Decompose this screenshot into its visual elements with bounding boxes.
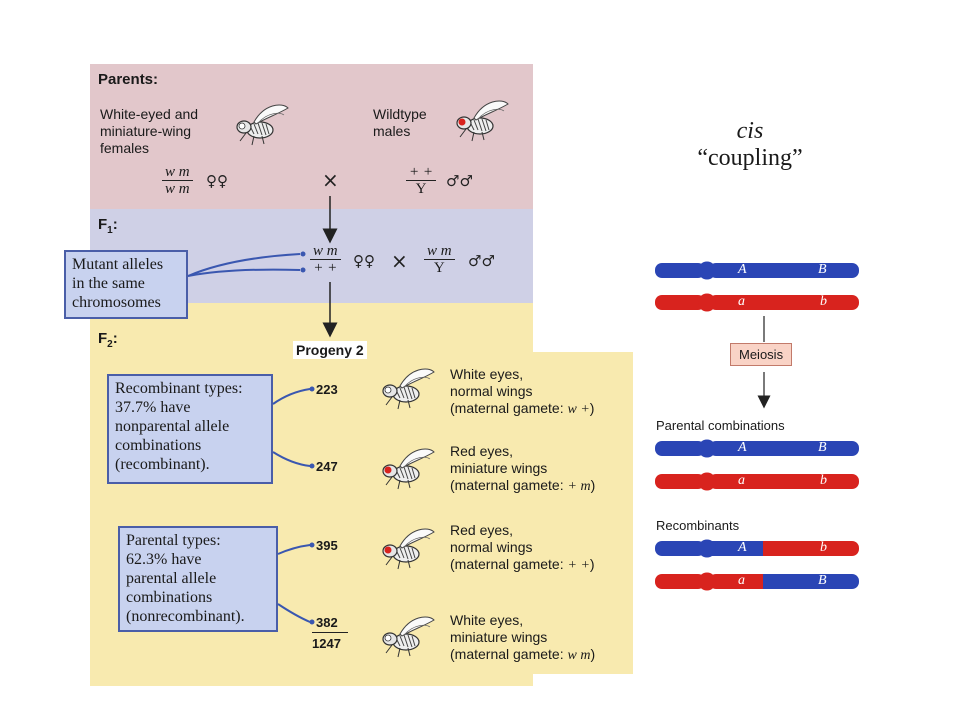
f2-label: F2: [98,330,118,350]
progeny-fly-icon-3 [382,528,435,570]
chromosome-parental-blue [655,439,859,458]
progeny-total: 1247 [312,636,341,651]
count-row-1: 223 [316,382,338,397]
recombinant-types-callout: Recombinant types: 37.7% have nonparenta… [107,374,273,484]
progeny-fly-icon-4 [382,616,435,658]
count-row-2: 247 [316,459,338,474]
recombinant-connector-2 [272,451,311,467]
f1-female-genotype: w m + + [310,243,341,276]
chromosome-parent-blue [655,261,859,280]
chromosome-recombinant-1 [655,539,859,558]
progeny-fly-icon-1 [382,368,435,410]
f1-female-symbol: ♀♀ [353,252,375,270]
f1-label: F1: [98,216,118,236]
recombinant-connector-1 [272,388,311,405]
chromosome-parental-red [655,472,859,491]
total-underline [312,632,348,633]
count-dot-3 [309,542,315,548]
f1-male-symbol: ♂♂ [468,252,495,270]
progeny-fly-icon-2 [382,448,435,490]
cross-symbol: × [322,168,339,192]
f1-allele-dot-top [300,251,306,257]
parental-connector-2 [277,603,311,623]
parental-combinations-label: Parental combinations [656,418,785,433]
progeny-panel [290,352,633,674]
f1-male-genotype: w m Y [424,243,455,276]
allele-b-recombinant: b [820,540,827,555]
chromosome-parent-red [655,293,859,312]
allele-A-parental: A [738,440,747,455]
male-symbol: ♂♂ [446,172,473,190]
allele-B-recombinant: B [818,573,827,588]
f1-allele-dot-bottom [300,267,306,273]
recombinants-label: Recombinants [656,518,740,533]
allele-A-parent: A [738,262,747,277]
phenotype-row-3: Red eyes, normal wings (maternal gamete:… [450,522,595,573]
parents-section [90,64,533,209]
allele-b-parent: b [820,294,827,309]
allele-B-parental: B [818,440,827,455]
count-row-4: 382 [316,615,338,630]
parents-label: Parents: [98,71,159,88]
f1-cross-symbol: × [391,249,408,273]
male-parent-genotype: + + Y [406,164,436,197]
count-dot-2 [309,463,315,469]
female-symbol: ♀♀ [206,172,228,190]
female-parent-genotype: w m w m [162,164,193,197]
female-parent-fly-icon [236,104,289,146]
male-parent-fly-icon [456,100,509,142]
chromosome-recombinant-2 [655,572,859,591]
allele-a-recombinant: a [738,573,745,588]
phenotype-row-2: Red eyes, miniature wings (maternal game… [450,443,596,494]
meiosis-box: Meiosis [730,343,793,366]
phenotype-row-1: White eyes, normal wings (maternal gamet… [450,366,595,417]
allele-a-parent: a [738,294,745,309]
phenotype-row-4: White eyes, miniature wings (maternal ga… [450,612,596,663]
cis-title: cis “coupling” [697,118,803,171]
count-dot-4 [309,619,315,625]
female-parent-description: White-eyed and miniature-wing females [100,106,199,156]
parental-types-callout: Parental types: 62.3% have parental alle… [118,526,278,632]
allele-A-recombinant: A [738,540,747,555]
allele-b-parental: b [820,473,827,488]
allele-a-parental: a [738,473,745,488]
mutant-alleles-connector-bottom [187,268,301,277]
count-dot-1 [309,386,315,392]
count-row-3: 395 [316,538,338,553]
parental-connector-1 [277,544,311,555]
progeny-title: Progeny 2 [293,341,367,359]
male-parent-description: Wildtype males [373,106,427,139]
mutant-alleles-callout: Mutant alleles in the same chromosomes [64,250,188,319]
mutant-alleles-connector-top [187,253,301,277]
allele-B-parent: B [818,262,827,277]
